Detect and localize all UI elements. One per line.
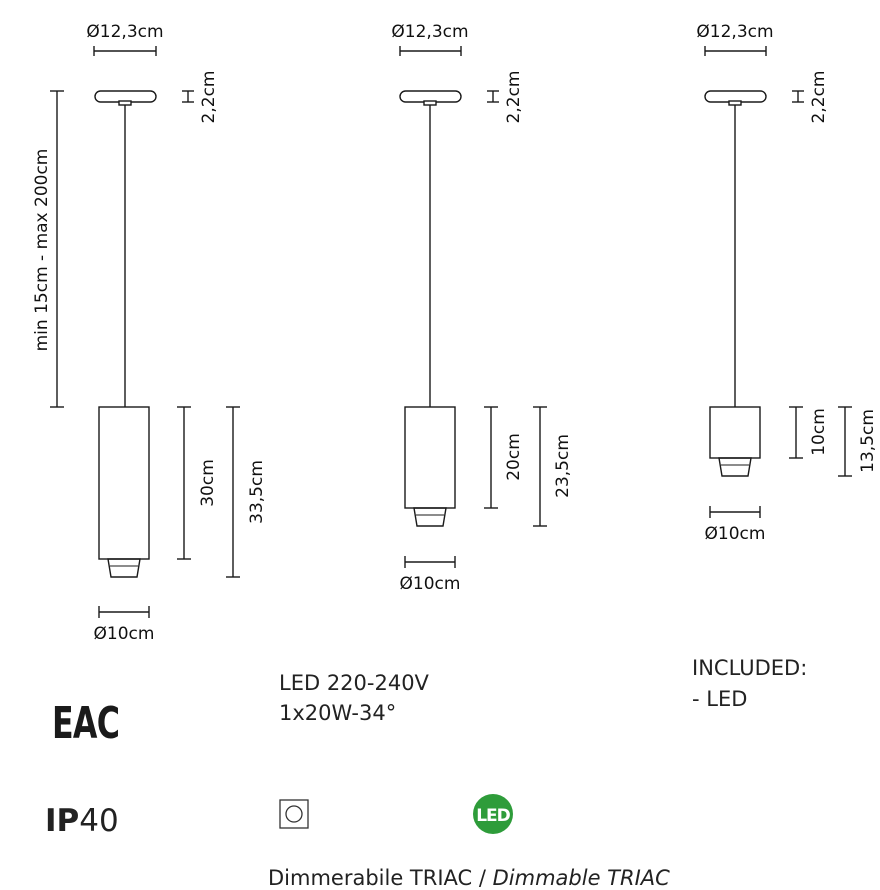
dimmable-note: Dimmerabile TRIAC / Dimmable TRIAC <box>268 866 670 890</box>
lamp-3-lens <box>718 457 752 477</box>
lamp-1-canopy-mount <box>118 100 132 106</box>
lamp-3-canopy-diameter-label: Ø12,3cm <box>696 22 773 42</box>
lamp-3-drawing <box>704 46 852 518</box>
class-ii-icon <box>279 799 309 829</box>
lamp-1-body-height-label: 30cm <box>198 459 218 507</box>
lamp-2-lens <box>413 507 447 527</box>
lamp-2-canopy-diameter-label: Ø12,3cm <box>391 22 468 42</box>
lamp-1-canopy-height-label: 2,2cm <box>199 71 219 124</box>
spec-power: 1x20W-34° <box>279 701 397 725</box>
spec-voltage: LED 220-240V <box>279 671 429 695</box>
lamp-1-lens <box>107 558 141 578</box>
dimmable-note-italic: Dimmable TRIAC <box>492 866 670 890</box>
lamp-3-canopy-height-label: 2,2cm <box>809 71 829 124</box>
lamp-1-body <box>98 406 150 560</box>
lamp-1-total-height-label: 33,5cm <box>247 460 267 524</box>
dimmable-note-plain: Dimmerabile TRIAC / <box>268 866 493 890</box>
included-item: - LED <box>692 687 748 711</box>
included-title: INCLUDED: <box>692 656 808 680</box>
lamp-2-body-height-label: 20cm <box>504 433 524 481</box>
lamp-2-canopy-height-label: 2,2cm <box>504 71 524 124</box>
lamp-1-drawing <box>50 46 240 618</box>
lamp-3-body-height-label: 10cm <box>809 408 829 456</box>
lamp-2-drawing <box>399 46 547 568</box>
lamp-2-body-diameter-label: Ø10cm <box>400 574 461 594</box>
ip-prefix: IP <box>45 803 80 839</box>
eac-certification-mark: EAC <box>52 698 120 749</box>
led-badge-icon: LED <box>473 794 513 834</box>
lamp-3-body-diameter-label: Ø10cm <box>705 524 766 544</box>
lamp-2-body <box>404 406 456 509</box>
lamp-1-body-diameter-label: Ø10cm <box>94 624 155 644</box>
lamp-1-canopy-diameter-label: Ø12,3cm <box>86 22 163 42</box>
ip-rating: IP40 <box>45 803 119 839</box>
lamp-2-total-height-label: 23,5cm <box>553 434 573 498</box>
lamp-3-body <box>709 406 761 459</box>
lamp-3-total-height-label: 13,5cm <box>858 409 878 473</box>
lamp-1-cable-length-label: min 15cm - max 200cm <box>32 149 52 352</box>
svg-text:LED: LED <box>476 806 510 826</box>
ip-value: 40 <box>79 803 119 839</box>
